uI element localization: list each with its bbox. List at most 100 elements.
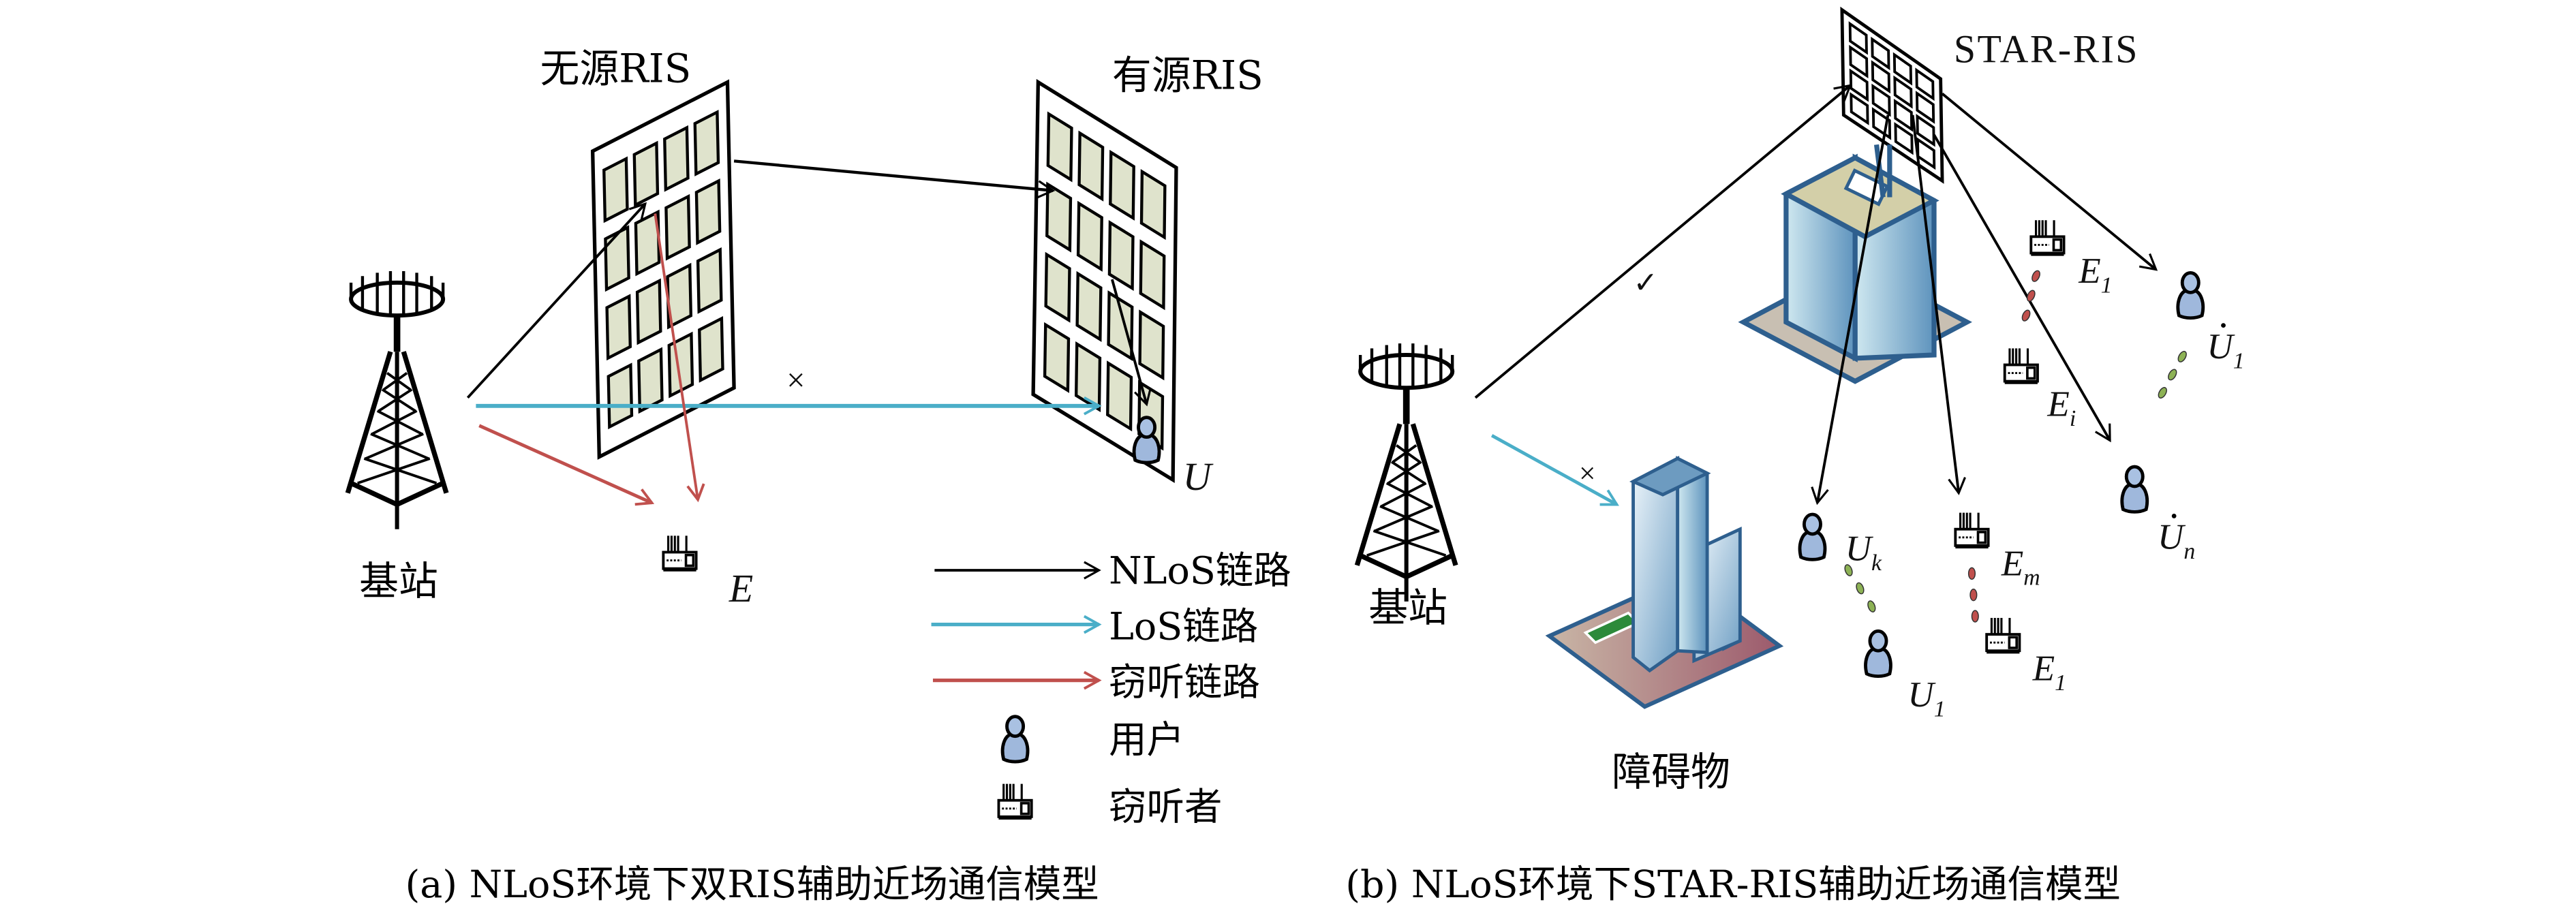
eavesdropper-icon-em [1954,511,1990,549]
ris-element [602,156,629,223]
nlos-link-star-ris-to-un [1933,134,2111,443]
ris-element [1139,169,1167,240]
ris-element [1107,290,1134,362]
ris-element [1871,60,1891,94]
panel-b: STAR-RIS 障碍物 基站 ✓ × [1345,6,2245,907]
eavesdropper-e1-reflect-label: E1 [2032,649,2066,696]
legend-eavesdrop-label: 窃听链路 [1109,661,1260,704]
legend-user-label: 用户 [1109,719,1184,762]
ris-element [694,178,722,245]
obstacle-building-icon [1545,456,1784,709]
ris-element [634,209,661,277]
active-ris-label: 有源RIS [1112,52,1263,98]
eavesdropper-icon-ei [2003,347,2039,384]
caption-a: (a) NLoS环境下双RIS辅助近场通信模型 [405,863,1099,907]
legend-los-label: LoS链路 [1109,605,1258,649]
user-un-label: Un [2158,518,2195,564]
ris-element [1138,309,1165,381]
eavesdropper-icon-e1-reflect [1985,617,2021,654]
user-u1-transmit-label: U1 [2207,327,2244,373]
ris-element [1044,251,1071,323]
ris-element [1075,270,1103,342]
eavesdropper-icon [662,534,698,572]
dot-accent [2221,323,2226,328]
ris-element [1848,21,1868,55]
legend-user-icon [1002,717,1028,762]
ris-element [693,110,720,176]
nlos-link-bs-to-star-ris [1474,84,1852,399]
base-station-label-a: 基站 [359,558,438,604]
dot-accent [2171,514,2177,518]
user-u1-label: U1 [1907,675,1945,721]
eavesdropper-em-label: Em [2001,544,2040,590]
ellipsis-dots-eaves-reflect [1967,567,1979,623]
user-icon-u1-transmit [2178,273,2203,317]
ris-element [604,225,630,292]
ris-element [1850,92,1869,125]
ris-element [1077,130,1105,202]
ris-element [1045,181,1073,253]
ris-element [1871,36,1890,71]
user-icon-uk [1800,514,1825,559]
ris-element [663,125,690,192]
ris-element [1043,322,1071,393]
blocked-mark-b: × [1579,457,1595,490]
ris-element [632,140,660,208]
base-station-label-b: 基站 [1368,585,1447,631]
ris-element [1915,91,1935,124]
ellipsis-dots-users-transmit [2158,351,2187,399]
blocked-mark-a: × [786,362,805,399]
building-icon [1738,144,1972,384]
ris-element [1849,68,1869,102]
ris-element [1871,83,1891,117]
ris-element [1107,220,1135,292]
ris-element [664,193,691,261]
ris-element [1915,67,1935,102]
nlos-link-star-ris-to-u1-transmit [1941,93,2158,271]
ris-element [1894,122,1914,155]
user-uk-label: Uk [1845,529,1882,576]
ris-element [1892,52,1913,86]
passive-ris-panel [590,79,736,460]
legend: NLoS链路 LoS链路 窃听链路 用户 窃听者 [931,549,1291,830]
user-icon-u1 [1866,631,1891,676]
ellipsis-dots-users-reflect [1844,564,1876,612]
ris-element [1893,98,1914,132]
ris-element [1916,114,1935,147]
eavesdropper-icon-e1-transmit [2029,219,2066,256]
base-station-tower-icon [348,271,446,529]
nlos-link-star-ris-to-uk [1811,114,1890,506]
nlos-link-star-ris-to-em [1911,114,1966,495]
active-ris-panel [1031,78,1178,484]
base-station-tower-icon-b [1357,343,1456,602]
eavesdropper-ei-label: Ei [2046,384,2076,431]
los-link-blocked [1490,434,1619,506]
eavesdropper-e1-transmit-label: E1 [2078,251,2112,298]
ris-element [1076,200,1103,272]
nlos-link-bs-to-passive-ris [466,202,647,399]
user-label-a: U [1183,454,1214,499]
ris-element [605,294,632,361]
ris-element [696,247,723,314]
ris-element [1109,149,1135,221]
eavesdropper-label-a: E [729,566,753,610]
ris-element [1139,239,1166,311]
legend-eavesdropper-icon [997,782,1033,820]
ris-element [698,315,724,383]
star-ris-panel [1840,6,1944,184]
star-ris-label: STAR-RIS [1954,27,2139,72]
passive-ris-label: 无源RIS [540,46,691,92]
panel-a: 无源RIS 有源RIS 基站 × U E NLoS链路 LoS链路 窃听链 [348,46,1291,907]
ris-element [1893,75,1913,109]
ris-element [1046,111,1073,183]
legend-eavesdropper-label: 窃听者 [1109,786,1222,830]
ris-element [1106,360,1133,432]
ris-element [635,278,662,345]
obstacle-label: 障碍物 [1612,749,1730,795]
user-icon [1134,418,1159,463]
ris-element [607,362,634,430]
ris-element [637,347,664,414]
eavesdrop-link-ris-to-eve [654,213,705,503]
user-icon-un [2122,467,2147,512]
